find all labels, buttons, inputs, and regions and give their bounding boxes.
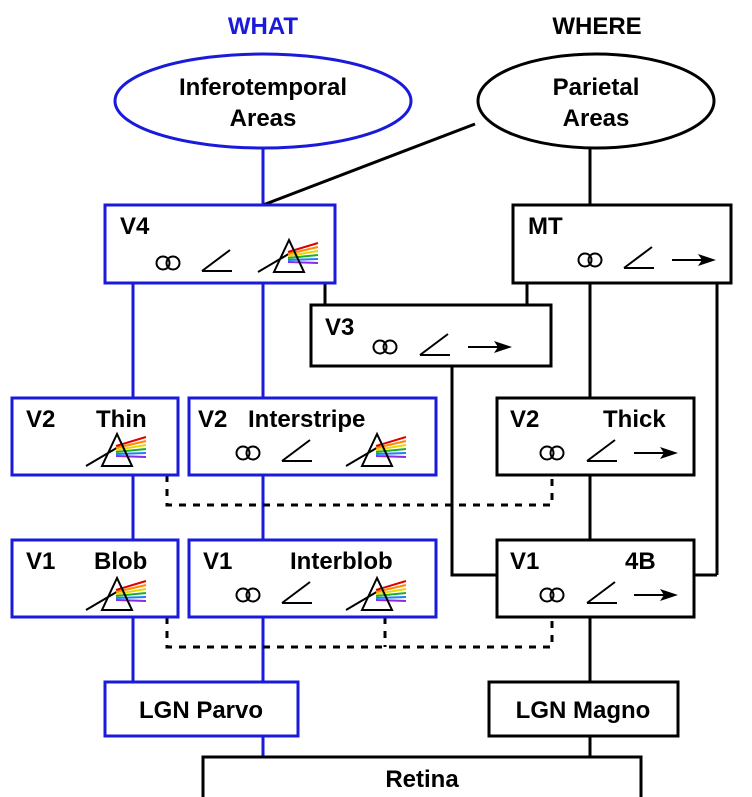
lgn-magno-box: LGN Magno: [487, 680, 680, 738]
v2-thin-box: V2 Thin: [10, 396, 180, 477]
v2-thick-label: Thick: [603, 406, 666, 433]
v1-4b-box: V1 4B: [495, 538, 696, 619]
inferotemporal-label-2: Areas: [230, 105, 297, 132]
parietal-areas: [476, 52, 716, 150]
v2-interstripe-area: V2: [198, 406, 227, 433]
mt-box: MT: [511, 203, 733, 285]
v1-blob-area: V1: [26, 548, 55, 575]
parietal-label-2: Areas: [563, 105, 630, 132]
v1-interblob-label: Interblob: [290, 548, 393, 575]
v1-4b-area: V1: [510, 548, 539, 575]
lgn-parvo-box: LGN Parvo: [103, 680, 300, 738]
v1-blob-box: V1 Blob: [10, 538, 180, 619]
parietal-label-1: Parietal: [553, 74, 640, 101]
retina-label: Retina: [385, 766, 459, 793]
v4-box: V4: [103, 203, 337, 285]
v1-interblob-area: V1: [203, 548, 232, 575]
inferotemporal-areas: [113, 52, 413, 150]
mt-label: MT: [528, 213, 563, 240]
where-heading: WHERE: [552, 13, 641, 40]
v1-blob-label: Blob: [94, 548, 147, 575]
what-heading: WHAT: [228, 13, 299, 40]
v2-thin-area: V2: [26, 406, 55, 433]
inferotemporal-label-1: Inferotemporal: [179, 74, 347, 101]
v2-interstripe-box: V2 Interstripe: [187, 396, 438, 477]
dashed-connections: [165, 475, 554, 649]
v2-thick-area: V2: [510, 406, 539, 433]
v3-box: V3: [309, 303, 553, 368]
retina-box: Retina: [201, 755, 643, 797]
v2-interstripe-label: Interstripe: [248, 406, 365, 433]
lgn-parvo-label: LGN Parvo: [139, 697, 263, 724]
lgn-magno-label: LGN Magno: [516, 697, 651, 724]
v4-label: V4: [120, 213, 150, 240]
where-stream-connections: [262, 122, 719, 757]
v3-label: V3: [325, 314, 354, 341]
v2-thick-box: V2 Thick: [495, 396, 696, 477]
v1-4b-label: 4B: [625, 548, 656, 575]
v1-interblob-box: V1 Interblob: [187, 538, 438, 619]
what-stream-connections: [131, 148, 265, 757]
v2-thin-label: Thin: [96, 406, 147, 433]
